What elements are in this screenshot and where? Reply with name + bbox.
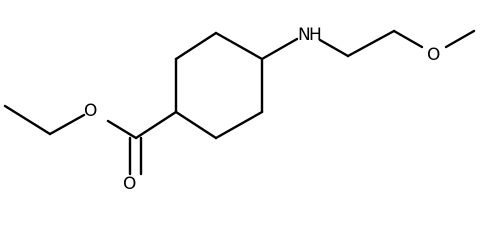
cyclohexane-ring <box>174 31 264 140</box>
bond-ch2-to-ch3 <box>3 104 52 136</box>
ring-bond-bottom <box>174 110 218 140</box>
bond-nitrogen-to-ch2 <box>318 38 350 58</box>
bond-ch2-to-ch2 <box>346 29 396 58</box>
bond-ring-to-carbonyl-carbon <box>134 110 178 140</box>
bond-ch2-to-oxygen <box>392 29 424 49</box>
methoxy-oxygen-label: O <box>427 45 440 65</box>
hydrogen-label: H <box>309 25 322 45</box>
ester-oxygen-label: O <box>84 101 97 121</box>
atom-labels: N H O O O <box>84 25 440 193</box>
methoxyethylamino-chain <box>260 29 476 61</box>
bond-ester-oxygen-to-ch2 <box>48 113 86 136</box>
carbonyl-oxygen-label: O <box>123 174 136 193</box>
bond-ring-to-nitrogen <box>260 37 299 61</box>
chemical-structure: N H O O O <box>3 25 476 193</box>
ring-bond-lower-right <box>214 110 264 140</box>
nitrogen-label: N <box>298 25 311 45</box>
ring-bond-upper-left <box>174 31 218 61</box>
ethyl-ester-group <box>3 104 178 176</box>
bond-oxygen-to-methyl <box>444 29 476 49</box>
bond-carbonyl-to-ester-oxygen <box>106 119 138 140</box>
ring-bond-top <box>214 31 264 61</box>
